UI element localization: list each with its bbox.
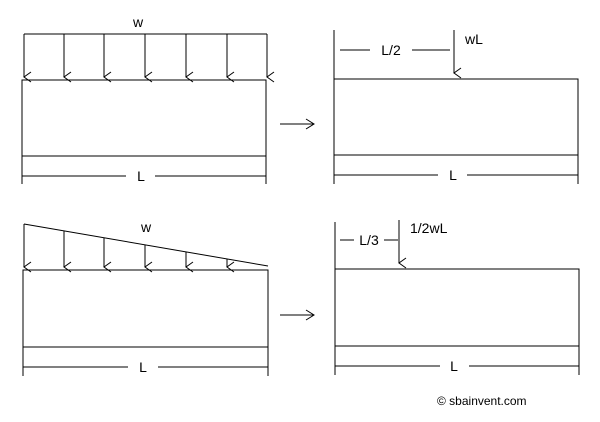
force-label: wL xyxy=(464,31,483,47)
panel-triangular-load: w L xyxy=(22,219,269,376)
panel-uniform-equivalent: L/2 wL L xyxy=(333,30,579,184)
distance-label: L/3 xyxy=(359,232,379,248)
beam xyxy=(21,79,267,157)
beam xyxy=(22,269,269,348)
load-label-w: w xyxy=(132,14,144,30)
copyright-text: © sbainvent.com xyxy=(437,394,527,408)
load-label-w: w xyxy=(140,219,152,235)
force-label: 1/2wL xyxy=(410,220,448,236)
load-arrows xyxy=(23,224,235,273)
panel-triangular-equivalent: L/3 1/2wL L xyxy=(334,220,580,375)
load-arrows xyxy=(23,34,275,83)
beam xyxy=(334,268,580,347)
distance-label: L/2 xyxy=(381,42,401,58)
panel-uniform-load: w L xyxy=(21,14,275,184)
span-label-L: L xyxy=(450,358,458,374)
beam xyxy=(333,78,579,156)
span-label-L: L xyxy=(139,359,147,375)
span-label-L: L xyxy=(449,167,457,183)
span-label-L: L xyxy=(137,168,145,184)
